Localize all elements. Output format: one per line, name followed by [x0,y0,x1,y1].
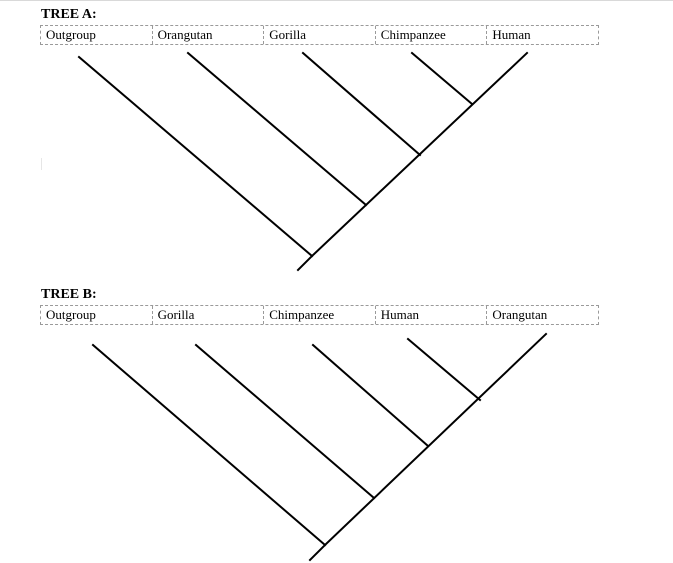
top-border-line [0,0,673,1]
tree-a-label-row: Outgroup Orangutan Gorilla Chimpanzee Hu… [40,25,599,45]
tree-a-label-2[interactable]: Orangutan [153,26,265,44]
tree-b-label-4[interactable]: Human [376,306,488,324]
tree-b-label-5[interactable]: Orangutan [492,307,548,322]
tree-a-label-4[interactable]: Chimpanzee [376,26,488,44]
tree-b-backbone [323,332,548,547]
stray-mark [41,158,42,170]
tree-b-cladogram [91,332,548,562]
tree-a-title: TREE A: [41,7,97,22]
tree-a-branch-orangutan [186,51,368,207]
tree-b-label-1[interactable]: Outgroup [41,306,153,324]
tree-b-branch-chimpanzee [311,343,430,448]
tree-a-label-5[interactable]: Human [492,27,531,42]
tree-b-branch-gorilla [194,343,376,500]
tree-a-branch-chimpanzee [410,51,474,106]
tree-b-branch-human [406,337,482,402]
tree-b-label-row: Outgroup Gorilla Chimpanzee Human Orangu… [40,305,599,325]
tree-b-title: TREE B: [41,287,97,302]
tree-b-label-2[interactable]: Gorilla [153,306,265,324]
tree-a-cladogram [77,51,529,272]
tree-b-branch-outgroup [91,343,327,547]
tree-a-branch-gorilla [301,51,422,157]
tree-b-label-3[interactable]: Chimpanzee [264,306,376,324]
tree-a-root-stem [296,254,314,272]
tree-a-label-1[interactable]: Outgroup [41,26,153,44]
tree-b-root-stem [308,543,327,562]
tree-a-branch-outgroup [77,55,314,258]
tree-a-label-3[interactable]: Gorilla [264,26,376,44]
